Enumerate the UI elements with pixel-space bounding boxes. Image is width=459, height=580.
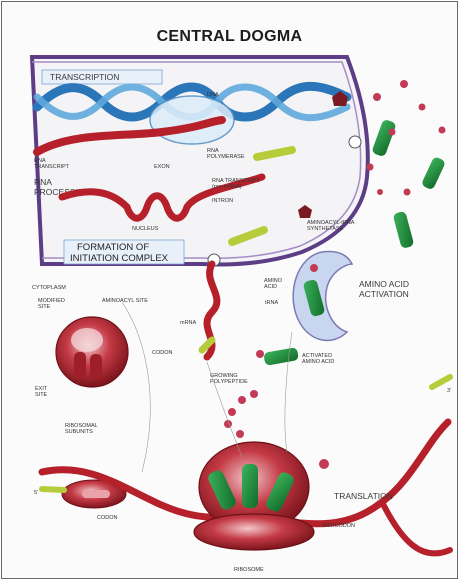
activated-trna <box>263 347 299 366</box>
codon-label-upper: CODON <box>152 350 173 356</box>
amino-acid-7 <box>377 189 383 195</box>
translating-trna-2 <box>242 464 258 508</box>
cytoplasm-label: CYTOPLASM <box>32 285 66 291</box>
anticodon-label: ANTICODON <box>322 523 355 529</box>
free-trna-1 <box>371 119 396 158</box>
activated-amino-acid-bead <box>256 350 264 358</box>
free-trna-2 <box>421 156 446 190</box>
ribo-pocket-2 <box>90 354 102 380</box>
ribo-pocket-1 <box>74 352 86 378</box>
codon-label-lower: CODON <box>97 515 118 521</box>
amino-acid-1 <box>373 93 381 101</box>
small-subunit-groove <box>82 490 110 498</box>
dna-label: DNA <box>207 92 219 98</box>
synthetase <box>293 252 352 341</box>
mrna-label: mRNA <box>180 320 197 326</box>
exon-label: EXON <box>154 164 170 170</box>
nucleus-label: NUCLEUS <box>132 226 159 232</box>
intron-label: INTRON <box>212 198 233 204</box>
translating-ribosome-small <box>194 514 314 550</box>
three-prime-label: 3' <box>447 388 451 394</box>
polypeptide-bead-5 <box>236 430 244 438</box>
amino-acid-bound <box>310 264 318 272</box>
translation-label: TRANSLATION <box>334 491 393 501</box>
polypeptide-bead-3 <box>250 390 258 398</box>
amino-acid-3 <box>389 129 396 136</box>
amino-acid-2 <box>400 80 408 88</box>
transcription-label: TRANSCRIPTION <box>50 72 119 82</box>
translating-amino-acid <box>319 459 329 469</box>
guide-line-1 <box>122 302 150 472</box>
polypeptide-bead-1 <box>228 408 236 416</box>
translating-mrna-tail <box>382 502 450 553</box>
amino-acid-8 <box>439 127 446 134</box>
polypeptide-bead-2 <box>238 396 246 404</box>
ribosome-highlight <box>71 328 103 352</box>
free-trna-3 <box>393 211 415 249</box>
aminoacyl-site-label: AMINOACYL SITE <box>102 298 148 304</box>
amino-acid-6 <box>404 189 411 196</box>
five-prime-label: 5' <box>34 490 38 496</box>
lower-mrna-start <box>42 489 64 490</box>
amino-acid-5 <box>419 104 426 111</box>
nuclear-pore-1 <box>349 136 361 148</box>
trna-label: tRNA <box>265 300 278 306</box>
ribosome-label: RIBOSOME <box>234 567 264 573</box>
lower-mrna-green-end <box>432 377 450 387</box>
amino-acid-4 <box>367 164 374 171</box>
